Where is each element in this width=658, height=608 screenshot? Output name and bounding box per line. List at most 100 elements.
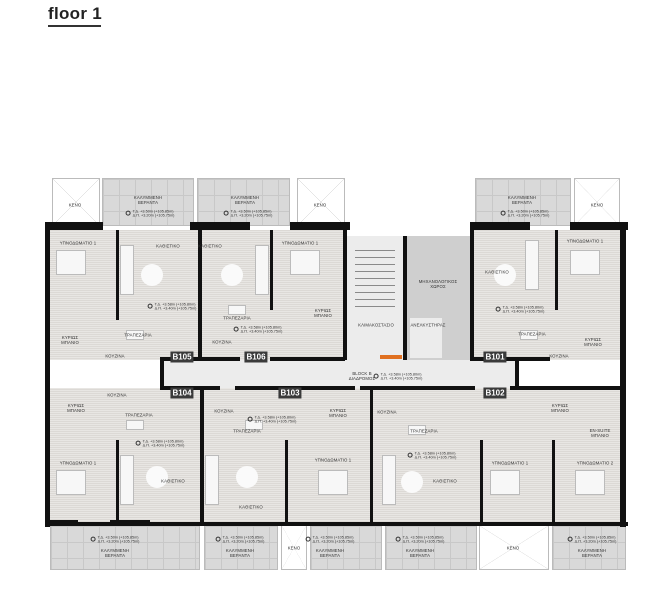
- room-label: ΚΑΛΥΜΜΕΝΗ ΒΕΡΑΝΤΑ: [507, 195, 537, 205]
- finished-level: Τ.Δ. +3.50m (+105.85m): [132, 209, 174, 214]
- dining-table: [245, 420, 263, 430]
- room-label: ΤΡΑΠΕΖΑΡΙΑ: [223, 315, 251, 321]
- finished-level: Τ.Δ. +3.58m (+105.80m): [240, 325, 282, 330]
- dining-table: [126, 420, 144, 430]
- floor-level: Δ.Π. +3.40m (+105.75m): [254, 420, 297, 424]
- floor-level: Δ.Π. +3.40m (+105.75m): [414, 456, 457, 460]
- covered-veranda: [310, 525, 382, 570]
- wall: [200, 388, 204, 525]
- room-label: ΚΑΘΙΣΤΙΚΟ: [198, 243, 222, 249]
- unit-tag-b106: B106: [244, 351, 268, 363]
- round-table: [401, 471, 423, 493]
- wall: [343, 230, 347, 360]
- finished-level: Τ.Δ. +3.58m (+105.80m): [142, 439, 184, 444]
- room-label: ΚΕΝΟ: [287, 545, 301, 551]
- wall: [285, 440, 288, 525]
- room-label: ΚΑΘΙΣΤΙΚΟ: [239, 504, 263, 510]
- dining-table: [228, 305, 246, 315]
- stair-step: [355, 292, 395, 293]
- stair-step: [355, 250, 395, 251]
- bed: [575, 470, 605, 495]
- level-marker: Τ.Δ. +3.50m (+105.85m)Δ.Π. +3.20m (+105.…: [395, 535, 445, 545]
- stair-step: [355, 306, 395, 307]
- finished-level: Τ.Δ. +3.50m (+105.85m): [97, 535, 139, 540]
- finished-level: Τ.Δ. +3.58m (+105.80m): [254, 415, 296, 420]
- room-label: ΥΠΝΟΔΩΜΑΤΙΟ 1: [59, 240, 97, 246]
- bed: [290, 250, 320, 275]
- covered-veranda: [552, 525, 626, 570]
- room-label: ΥΠΝΟΔΩΜΑΤΙΟ 1: [314, 457, 352, 463]
- floor-level: Δ.Π. +3.40m (+105.75m): [142, 444, 185, 448]
- void-area: [479, 525, 549, 570]
- dining-table: [408, 425, 426, 435]
- wall: [510, 386, 625, 390]
- floor-level: Δ.Π. +3.40m (+105.75m): [154, 307, 197, 311]
- sofa: [255, 245, 269, 295]
- round-table: [146, 466, 168, 488]
- level-marker: Τ.Δ. +3.50m (+105.85m)Δ.Π. +3.20m (+105.…: [215, 536, 264, 545]
- wall: [370, 388, 373, 525]
- finished-level: Τ.Δ. +3.58m (+105.80m): [502, 305, 544, 310]
- wall: [190, 222, 250, 230]
- room-label: ΤΡΑΠΕΖΑΡΙΑ: [410, 428, 438, 434]
- unit-floor-b101: [472, 230, 625, 360]
- room-label: ΚΥΡΙΩΣ ΜΠΑΝΙΟ: [584, 337, 602, 347]
- finished-level: Τ.Δ. +3.50m (+105.85m): [402, 535, 444, 540]
- floor-level: Δ.Π. +3.20m (+105.75m): [402, 540, 445, 544]
- wall: [403, 236, 407, 360]
- covered-veranda: [197, 178, 290, 226]
- room-label: ΚΑΛΥΜΜΕΝΗ ΒΕΡΑΝΤΑ: [577, 548, 607, 558]
- room-label: ΤΡΑΠΕΖΑΡΙΑ: [233, 428, 261, 434]
- room-label: ΚΛΙΜΑΚΟΣΤΑΣΙΟ: [358, 322, 394, 328]
- room-label: ΥΠΝΟΔΩΜΑΤΙΟ 1: [491, 460, 529, 466]
- level-marker: Τ.Δ. +3.58m (+105.80m)Δ.Π. +3.40m (+105.…: [233, 325, 282, 335]
- sofa: [205, 455, 219, 505]
- room-label: ΚΑΛΥΜΜΕΝΗ ΒΕΡΑΝΤΑ: [230, 195, 260, 205]
- room-label: ΚΟΥΖΙΝΑ: [214, 408, 234, 414]
- wall: [270, 230, 273, 310]
- room-label: ΚΑΛΥΜΜΕΝΗ ΒΕΡΑΝΤΑ: [405, 548, 435, 558]
- void-area: [574, 178, 620, 226]
- room-label: ΤΡΑΠΕΖΑΡΙΑ: [125, 412, 153, 418]
- wall: [620, 222, 626, 527]
- finished-level: Τ.Δ. +3.50m (+105.85m): [507, 209, 549, 214]
- room-label: ΚΟΥΖΙΝΑ: [212, 339, 232, 345]
- stair-step: [355, 299, 395, 300]
- room-label: ΚΟΥΖΙΝΑ: [107, 392, 127, 398]
- door-threshold: [380, 355, 402, 359]
- finished-level: Τ.Δ. +3.50m (+105.85m): [574, 535, 616, 540]
- wall: [45, 522, 628, 526]
- room-label: ΥΠΝΟΔΩΜΑΤΙΟ 1: [281, 240, 319, 246]
- room-label: ΚΑΛΥΜΜΕΝΗ ΒΕΡΑΝΤΑ: [133, 195, 163, 205]
- finished-level: Τ.Δ. +3.50m (+105.85m): [312, 535, 354, 540]
- covered-veranda: [204, 525, 278, 570]
- floor-level: Δ.Π. +3.20m (+105.75m): [312, 540, 355, 544]
- level-marker: Τ.Δ. +3.58m (+105.80m)Δ.Π. +3.40m (+105.…: [495, 305, 544, 315]
- sofa: [525, 240, 539, 290]
- void-area: [52, 178, 100, 226]
- dining-table: [126, 330, 144, 340]
- dining-table: [520, 330, 538, 340]
- round-table: [236, 466, 258, 488]
- wall: [270, 357, 345, 361]
- level-marker: Τ.Δ. +3.58m (+105.80m)Δ.Π. +3.40m (+105.…: [247, 415, 297, 425]
- floor-level: Δ.Π. +3.20m (+105.75m): [97, 540, 140, 544]
- unit-tag-b104: B104: [170, 387, 194, 399]
- wall: [480, 440, 483, 525]
- room-label: ΤΡΑΠΕΖΑΡΙΑ: [124, 332, 152, 338]
- finished-level: Τ.Δ. +3.50m (+105.85m): [230, 209, 272, 214]
- room-label: ΚΟΥΖΙΝΑ: [549, 353, 569, 359]
- stair-step: [355, 257, 395, 258]
- stair-step: [355, 278, 395, 279]
- room-label: ΤΡΑΠΕΖΑΡΙΑ: [518, 331, 546, 337]
- wall: [360, 386, 475, 390]
- room-label: ΥΠΝΟΔΩΜΑΤΙΟ 2: [576, 460, 614, 466]
- unit-tag-b102: B102: [483, 387, 507, 399]
- room-label: ΚΑΘΙΣΤΙΚΟ: [485, 269, 509, 275]
- level-marker: Τ.Δ. +3.50m (+105.85m)Δ.Π. +3.20m (+105.…: [305, 535, 355, 545]
- sofa: [382, 455, 396, 505]
- level-marker: Τ.Δ. +3.50m (+105.85m)Δ.Π. +3.20m (+105.…: [223, 209, 273, 219]
- bed: [490, 470, 520, 495]
- corridor: [160, 360, 515, 388]
- floor-level: Δ.Π. +3.20m (+105.75m): [230, 214, 273, 218]
